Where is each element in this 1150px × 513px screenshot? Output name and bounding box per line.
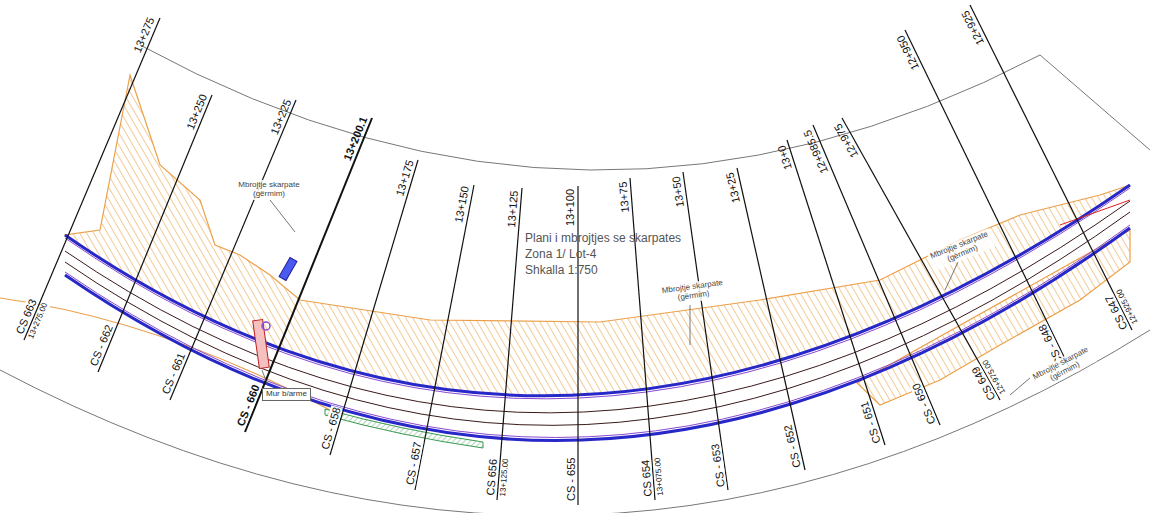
cross-section-label: CS - 650 xyxy=(909,381,938,428)
station-label: 13+200.1 xyxy=(341,115,370,162)
cross-section-label: CS 654 xyxy=(639,458,654,498)
station-label: 13+50 xyxy=(669,175,685,207)
station-label: 13+0 xyxy=(775,144,794,171)
cross-section-label: CS - 662 xyxy=(87,322,115,369)
wall-note: Mur b/arme xyxy=(262,388,311,401)
station-label: 13+75 xyxy=(616,181,630,213)
slope-note: Mbrojtje skarpate (gërmim) xyxy=(236,180,302,200)
station-label: 13+25 xyxy=(724,171,743,204)
zone-note: Zona 1/ Lot-4 xyxy=(525,248,596,261)
station-label: 13+125 xyxy=(505,190,520,228)
cross-section-label: CS - 655 xyxy=(565,457,577,502)
cross-section-label: CS - 651 xyxy=(858,399,883,446)
cross-section-label: CS 656 xyxy=(484,457,499,497)
station-label: 13+150 xyxy=(453,185,472,224)
slope-note: Mbrojtje skarpate (gërmim) xyxy=(659,278,727,307)
station-label: 13+175 xyxy=(393,159,415,198)
cross-section-label: CS - 661 xyxy=(159,350,188,397)
chainage-label: 13+075.00 xyxy=(654,456,666,497)
station-label: 13+100 xyxy=(564,189,576,226)
cross-section-label: CS - 653 xyxy=(708,442,726,489)
station-label: 12+975 xyxy=(831,122,860,160)
station-label: 12+985.5 xyxy=(801,128,830,175)
chainage-label: 13+125.00 xyxy=(499,457,511,498)
scale-note: Shkalla 1:750 xyxy=(525,264,598,277)
cross-section-label: CS - 658 xyxy=(318,405,343,452)
plan-title: Plani i mbrojtjes se skarpates xyxy=(525,232,681,245)
